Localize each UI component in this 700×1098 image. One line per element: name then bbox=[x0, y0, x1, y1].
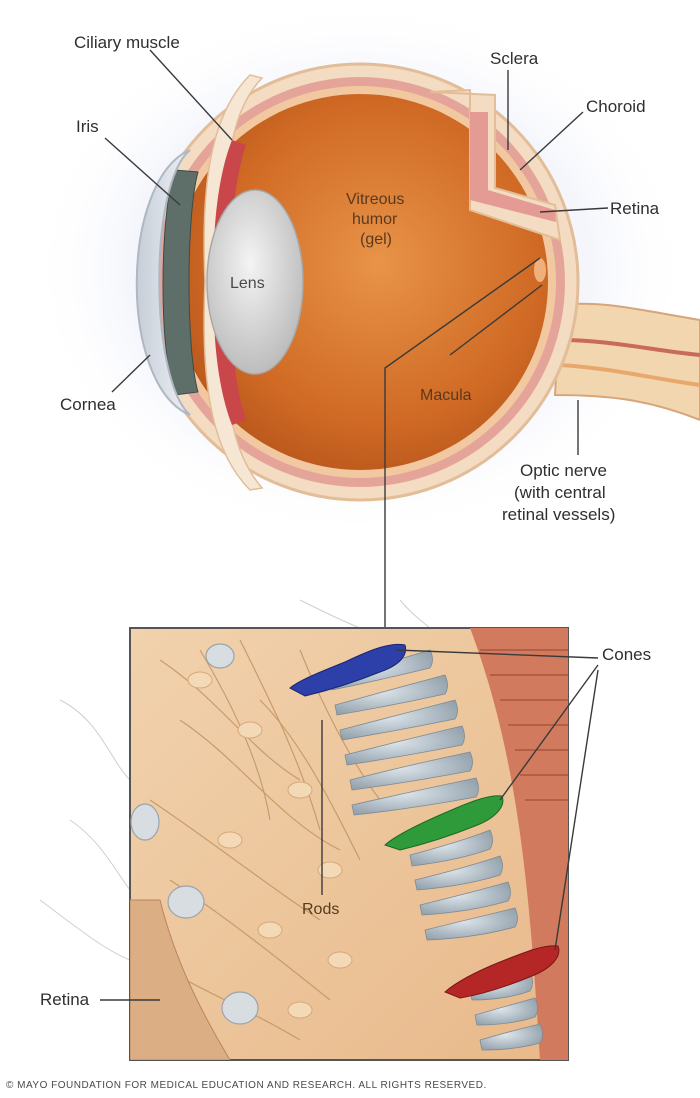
label-retina-bottom: Retina bbox=[40, 990, 90, 1009]
label-choroid: Choroid bbox=[586, 97, 646, 116]
label-vitreous-1: Vitreous bbox=[346, 191, 404, 208]
bottom-labels: Cones Rods Retina bbox=[40, 645, 651, 1009]
leader-retina-top bbox=[539, 207, 609, 213]
label-vitreous-3: (gel) bbox=[360, 231, 392, 248]
retinal-vessel bbox=[559, 338, 700, 357]
bottom-leader-lines bbox=[100, 649, 599, 1001]
leader-iris bbox=[104, 137, 181, 206]
label-iris: Iris bbox=[76, 117, 99, 136]
label-optic-3: retinal vessels) bbox=[502, 505, 615, 524]
retinal-vessel bbox=[559, 363, 700, 387]
rods bbox=[329, 649, 543, 1051]
leader-cones-green bbox=[499, 664, 599, 801]
leader-cones-blue bbox=[395, 649, 599, 659]
copyright-notice: © MAYO FOUNDATION FOR MEDICAL EDUCATION … bbox=[6, 1080, 487, 1091]
cone-blue bbox=[289, 643, 407, 697]
label-macula: Macula bbox=[420, 387, 472, 404]
label-cornea: Cornea bbox=[60, 395, 116, 414]
top-labels: Ciliary muscle Iris Sclera Choroid Retin… bbox=[60, 33, 660, 524]
label-sclera: Sclera bbox=[490, 49, 539, 68]
leader-macula bbox=[449, 284, 543, 356]
leader-cones-red bbox=[554, 669, 599, 951]
inner-layer bbox=[130, 899, 231, 1060]
leader-choroid bbox=[519, 111, 584, 171]
ganglion-cells bbox=[130, 643, 259, 1025]
label-retina-top: Retina bbox=[610, 199, 660, 218]
label-lens: Lens bbox=[230, 275, 265, 292]
eye-cross-section bbox=[30, 0, 700, 540]
choroid-notch bbox=[470, 112, 556, 222]
label-optic-2: (with central bbox=[514, 483, 606, 502]
cornea bbox=[135, 149, 191, 416]
epithelium-cells bbox=[480, 649, 568, 801]
label-rods: Rods bbox=[302, 901, 339, 918]
retina-magnified-panel bbox=[39, 599, 569, 1061]
leader-ciliary bbox=[149, 49, 233, 141]
cone-green bbox=[384, 795, 504, 851]
vitreous-humor bbox=[172, 94, 548, 470]
macula-spot bbox=[534, 258, 546, 282]
label-cones: Cones bbox=[602, 645, 651, 664]
top-leader-lines bbox=[104, 49, 609, 628]
leader-cornea bbox=[111, 354, 151, 393]
outer-nerve-fibers bbox=[39, 599, 431, 961]
lens bbox=[206, 189, 304, 375]
label-optic-1: Optic nerve bbox=[520, 461, 607, 480]
bipolar-cells bbox=[187, 671, 353, 1019]
leader-magnify bbox=[384, 257, 541, 628]
label-vitreous-2: humor bbox=[352, 211, 398, 228]
cone-red bbox=[444, 945, 560, 999]
label-ciliary-muscle: Ciliary muscle bbox=[74, 33, 180, 52]
iris bbox=[162, 169, 199, 396]
